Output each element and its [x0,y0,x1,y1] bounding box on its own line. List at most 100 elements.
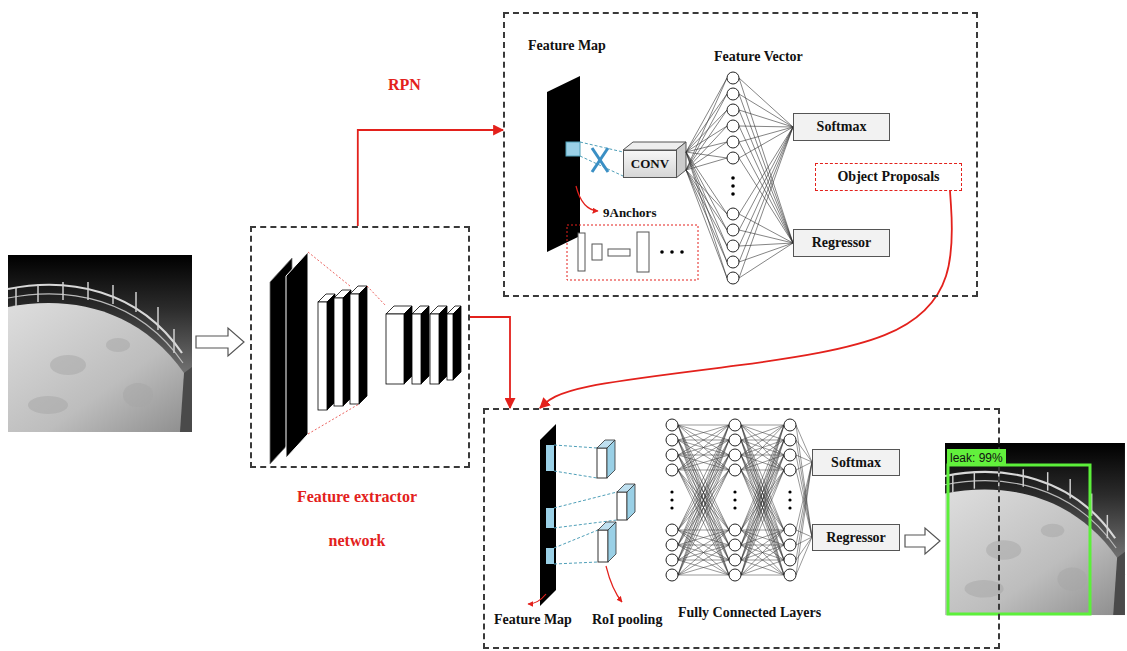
roi-feature-map [528,594,546,604]
roi-feature-map [597,448,607,478]
feature-vector-net [739,94,793,243]
layer-slab [318,302,327,410]
feature-vector-net [727,104,739,116]
fully-connected-net [666,524,678,536]
text-holder: Fully Connected Layers [678,603,821,621]
flow-arrow [470,317,510,408]
fully-connected-net [741,455,784,575]
fully-connected-net [741,425,784,575]
layer-slab [386,314,404,384]
roi-feature-map [607,440,615,478]
roi-feature-map [598,530,608,562]
hollow-arrow [905,528,940,554]
fully-connected-net [678,530,729,545]
fully-connected-net [741,425,784,440]
fully-connected-net [678,425,729,455]
feature-vector-net [727,120,739,132]
fully-connected-net [784,539,796,551]
fully-connected-net [678,425,729,560]
anchor-boxes [608,249,630,256]
layer-slab [447,306,461,380]
feature-vector-net [686,110,727,152]
feature-vector-net [739,127,793,278]
feature-vector-net [686,72,793,284]
fully-connected-net [741,425,784,455]
text-holder: Feature Map [494,610,572,628]
fully-connected-net [796,462,812,545]
fully-connected-net [678,455,729,470]
layer-slab [430,314,439,384]
feature-vector-net [686,152,727,158]
fully-connected-net [678,560,729,575]
fully-connected-net [678,425,729,455]
roi-feature-map [554,471,597,478]
fully-connected-net [788,498,791,501]
group-label: Fully Connected Layers [678,605,821,620]
fully-connected-net [729,434,741,446]
feature-vector-net [686,170,727,262]
feature-vector-net [731,192,735,196]
fully-connected-net [678,470,729,575]
feature-vector-net [686,152,727,230]
fully-connected-net [678,425,729,545]
fully-connected-net [678,440,729,470]
fully-connected-net [796,455,812,462]
fully-connected-net [678,545,729,575]
feature-vector-net [727,240,739,252]
cnn-layers [270,252,461,464]
fully-connected-net [796,455,812,537]
feature-vector-net [686,94,727,152]
fully-connected-net [678,455,729,470]
fully-connected-net [741,425,784,530]
layer-slab [359,286,367,404]
feature-vector-net [731,184,735,188]
roi-feature-map [606,566,622,602]
conv-block-faces [623,142,686,178]
feature-vector-net [727,72,739,84]
feature-vector-net [739,126,793,243]
label-tag: leak: 99% [947,449,1006,466]
feature-vector-net [739,78,793,243]
group-label: RPN [388,76,421,93]
input-image [8,255,192,432]
rpn-group: RPNFeature MapFeature Vector9AnchorsCONV… [503,12,978,297]
group-label: Feature Vector [714,49,803,64]
cnn-layers [367,286,386,306]
anchor-boxes [578,233,585,271]
roi-feature-map [627,484,635,520]
layer-slab [453,306,461,380]
fully-connected-net [784,434,796,446]
box-label: Regressor [812,235,872,251]
fully-connected-net [741,560,784,575]
fully-connected-net [741,455,784,575]
feature-vector-net [727,136,739,148]
roi-feature-map [554,445,597,448]
text-holder: RPN [388,76,421,94]
fully-connected-net [678,425,729,545]
group-label: Feature Map [528,38,606,53]
feature-vector-net [686,152,727,262]
softmax-box: Softmax [793,113,890,141]
feature-vector-net [739,243,793,262]
fully-connected-net [741,530,784,545]
output-image [948,465,1090,614]
extractor-group: Feature extractor network [250,226,470,468]
cnn-layers [308,404,359,434]
feature-vector-net [727,256,739,268]
fully-connected-net [741,425,784,560]
fully-connected-net [729,419,741,431]
fully-connected-net [796,425,812,462]
fully-connected-net [678,530,729,545]
feature-vector-net [739,126,793,127]
cnn-layers [308,252,350,286]
fully-connected-net [796,440,812,462]
box-label: Object Proposals [837,169,939,185]
fully-connected-net [796,462,812,575]
fully-connected-net [741,425,784,440]
text-holder: Feature Map [528,36,606,54]
fully-connected-net [796,537,812,575]
fully-connected-net [678,425,729,575]
fully-connected-net [666,554,678,566]
